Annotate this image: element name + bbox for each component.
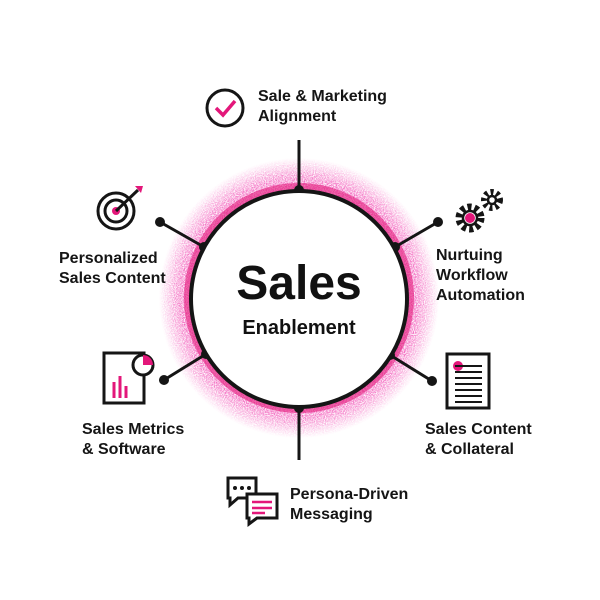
connector-lower-left bbox=[163, 352, 207, 382]
node-sales-content-collateral: Sales Content & Collateral bbox=[425, 420, 532, 460]
node-label-line: Sales Content bbox=[425, 421, 532, 438]
node-label-line: & Collateral bbox=[425, 441, 514, 458]
document-icon bbox=[445, 352, 491, 410]
center-subtitle: Enablement bbox=[242, 317, 356, 339]
node-personalized-sales-content: Personalized Sales Content bbox=[59, 249, 166, 289]
node-label-line: Sales Content bbox=[59, 270, 166, 287]
node-label-line: Workflow bbox=[436, 267, 508, 284]
node-label-line: Sale & Marketing bbox=[258, 88, 387, 105]
chat-bubbles-icon bbox=[226, 476, 279, 527]
connector-lower-right bbox=[389, 353, 433, 383]
node-label-line: & Software bbox=[82, 441, 166, 458]
node-label-line: Messaging bbox=[290, 506, 373, 523]
node-persona-driven-messaging: Persona-Driven Messaging bbox=[290, 485, 408, 525]
target-icon bbox=[96, 186, 143, 231]
node-label-line: Sales Metrics bbox=[82, 421, 185, 438]
node-label-line: Alignment bbox=[258, 108, 337, 125]
node-label-line: Persona-Driven bbox=[290, 486, 409, 503]
connector-upper-left bbox=[159, 220, 205, 249]
report-chart-icon bbox=[102, 351, 155, 405]
connector-upper-right bbox=[394, 220, 439, 249]
node-sales-metrics-software: Sales Metrics & Software bbox=[82, 420, 184, 460]
checkmark-circle-icon bbox=[205, 88, 245, 128]
node-label-line: Automation bbox=[436, 287, 525, 304]
center-title: Sales bbox=[236, 257, 362, 310]
center-circle bbox=[189, 189, 409, 409]
gears-icon bbox=[455, 189, 503, 233]
node-sale-marketing-alignment: Sale & Marketing Alignment bbox=[258, 87, 387, 127]
node-nurturing-workflow-automation: Nurtuing Workflow Automation bbox=[436, 246, 525, 306]
node-label-line: Personalized bbox=[59, 250, 158, 267]
node-label-line: Nurtuing bbox=[436, 247, 503, 264]
